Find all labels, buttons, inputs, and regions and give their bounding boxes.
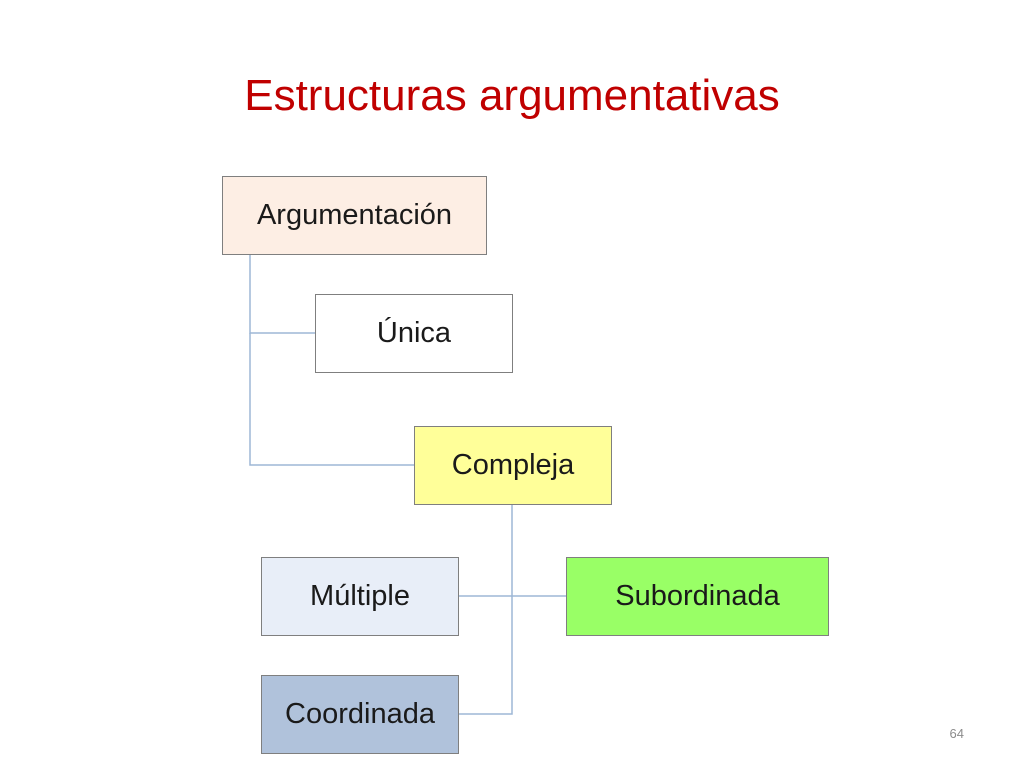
node-multiple-label: Múltiple	[310, 580, 410, 612]
connector-argumentacion-unica	[249, 255, 315, 334]
node-unica-label: Única	[376, 317, 452, 349]
node-multiple: Múltiple	[261, 557, 459, 636]
node-subordinada: Subordinada	[566, 557, 829, 636]
node-coordinada: Coordinada	[261, 675, 459, 754]
node-argumentacion: Argumentación	[222, 176, 487, 255]
connector-compleja-coordinada	[458, 596, 513, 715]
node-compleja: Compleja	[414, 426, 612, 505]
connector-argumentacion-compleja	[249, 333, 414, 466]
node-unica: Única	[315, 294, 513, 373]
page-number: 64	[949, 726, 964, 741]
node-compleja-label: Compleja	[451, 449, 575, 481]
node-coordinada-label: Coordinada	[285, 698, 435, 730]
connector-compleja-subordinada	[511, 503, 566, 597]
node-argumentacion-label: Argumentación	[256, 199, 453, 231]
node-subordinada-label: Subordinada	[615, 580, 780, 612]
slide-title: Estructuras argumentativas	[244, 71, 780, 120]
